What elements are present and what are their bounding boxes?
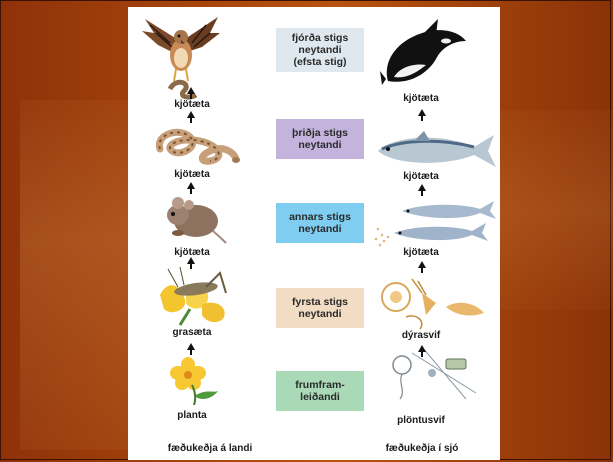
up-arrow-icon <box>418 261 426 268</box>
up-arrow-icon <box>187 87 195 94</box>
background-glow-left <box>20 100 130 450</box>
up-arrow-icon <box>187 111 195 118</box>
sea-label: kjötæta <box>403 93 439 104</box>
snake-icon <box>150 119 240 169</box>
hawk-icon <box>140 11 222 101</box>
land-chain-caption: fæðukeðja á landi <box>168 443 252 454</box>
sea-label: plöntusvif <box>397 415 445 426</box>
sea-label: kjötæta <box>403 247 439 258</box>
land-label: planta <box>177 410 206 421</box>
up-arrow-icon <box>418 184 426 191</box>
food-chain-panel: kjötæta kjötæta kjötæta grasæta planta k… <box>128 7 500 460</box>
flower-icon <box>166 355 222 405</box>
zooplankton-icon <box>376 273 488 331</box>
up-arrow-icon <box>187 182 195 189</box>
land-label: kjötæta <box>174 169 210 180</box>
sea-label: kjötæta <box>403 171 439 182</box>
land-label: grasæta <box>173 327 212 338</box>
orca-icon <box>380 19 470 89</box>
herring-icon <box>372 199 498 247</box>
level-box-producer: frumfram-leiðandi <box>276 371 364 411</box>
grasshopper-icon <box>150 265 236 329</box>
land-label: kjötæta <box>174 99 210 110</box>
background-glow-right <box>500 110 613 310</box>
mackerel-icon <box>374 127 498 173</box>
up-arrow-icon <box>418 109 426 116</box>
up-arrow-icon <box>418 345 426 352</box>
up-arrow-icon <box>187 257 195 264</box>
sea-label: dýrasvif <box>402 330 440 341</box>
phytoplankton-icon <box>382 343 484 401</box>
sea-chain-caption: fæðukeðja í sjó <box>386 443 459 454</box>
up-arrow-icon <box>187 343 195 350</box>
mouse-icon <box>158 193 228 245</box>
